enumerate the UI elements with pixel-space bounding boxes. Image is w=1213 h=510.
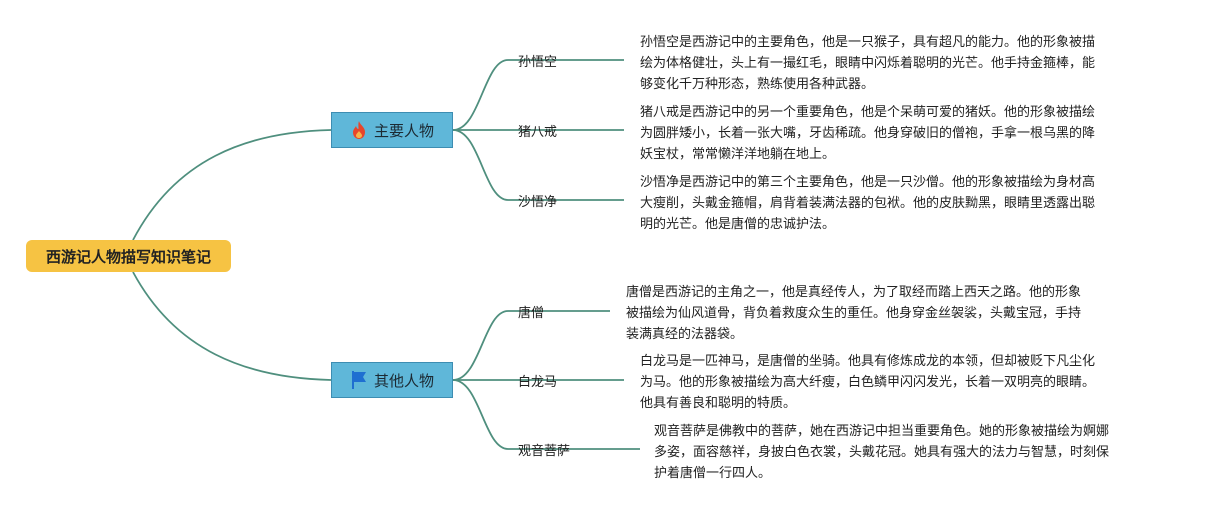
- description-line: 孙悟空是西游记中的主要角色，他是一只猴子，具有超凡的能力。他的形象被描: [640, 35, 1096, 50]
- description-line: 明的光芒。他是唐僧的忠诚护法。: [640, 217, 836, 232]
- description-line: 护着唐僧一行四人。: [654, 466, 772, 481]
- description-tang-seng[interactable]: 唐僧是西游记的主角之一，他是真经传人，为了取经而踏上西天之路。他的形象 被描绘为…: [626, 282, 1081, 345]
- branch-other-characters[interactable]: 其他人物: [331, 362, 453, 398]
- description-line: 被描绘为仙风道骨，背负着救度众生的重任。他身穿金丝袈裟，头戴宝冠，手持: [626, 306, 1082, 321]
- branch-label: 其他人物: [373, 371, 434, 390]
- node-sha-wujing[interactable]: 沙悟净: [518, 195, 558, 210]
- node-guanyin-pusa[interactable]: 观音菩萨: [518, 444, 571, 459]
- node-sun-wukong[interactable]: 孙悟空: [518, 55, 558, 70]
- description-line: 多姿，面容慈祥，身披白色衣裳，头戴花冠。她具有强大的法力与智慧，时刻保: [654, 445, 1110, 460]
- fire-icon: [350, 120, 368, 140]
- link-root-other: [132, 271, 332, 381]
- description-line: 白龙马是一匹神马，是唐僧的坐骑。他具有修炼成龙的本领，但却被贬下凡尘化: [640, 354, 1096, 369]
- description-sha-wujing[interactable]: 沙悟净是西游记中的第三个主要角色，他是一只沙僧。他的形象被描绘为身材高 大瘦削，…: [640, 172, 1095, 235]
- description-line: 唐僧是西游记的主角之一，他是真经传人，为了取经而踏上西天之路。他的形象: [626, 285, 1082, 300]
- root-topic[interactable]: 西游记人物描写知识笔记: [26, 240, 231, 272]
- description-bailong-ma[interactable]: 白龙马是一匹神马，是唐僧的坐骑。他具有修炼成龙的本领，但却被贬下凡尘化 为马。他…: [640, 351, 1095, 414]
- description-line: 装满真经的法器袋。: [626, 327, 744, 342]
- description-line: 够变化千万种形态，熟练使用各种武器。: [640, 77, 875, 92]
- description-line: 观音菩萨是佛教中的菩萨，她在西游记中担当重要角色。她的形象被描绘为婀娜: [654, 424, 1110, 439]
- link-main-sunwukong: [452, 59, 509, 131]
- description-line: 为马。他的形象被描绘为高大纤瘦，白色鳞甲闪闪发光，长着一双明亮的眼睛。: [640, 375, 1096, 390]
- description-line: 他具有善良和聪明的特质。: [640, 396, 797, 411]
- branch-main-characters[interactable]: 主要人物: [331, 112, 453, 148]
- node-tang-seng[interactable]: 唐僧: [518, 306, 545, 321]
- flag-icon: [350, 370, 368, 390]
- node-bailong-ma[interactable]: 白龙马: [518, 375, 558, 390]
- description-zhu-bajie[interactable]: 猪八戒是西游记中的另一个重要角色，他是个呆萌可爱的猪妖。他的形象被描绘 为圆胖矮…: [640, 102, 1095, 165]
- link-main-shawujing: [452, 129, 509, 201]
- node-zhu-bajie[interactable]: 猪八戒: [518, 125, 558, 140]
- description-line: 猪八戒是西游记中的另一个重要角色，他是个呆萌可爱的猪妖。他的形象被描绘: [640, 105, 1096, 120]
- link-other-guanyin: [452, 379, 509, 450]
- branch-label: 主要人物: [373, 121, 434, 140]
- description-guanyin-pusa[interactable]: 观音菩萨是佛教中的菩萨，她在西游记中担当重要角色。她的形象被描绘为婀娜 多姿，面…: [654, 421, 1109, 484]
- link-root-main: [132, 129, 332, 241]
- root-title: 西游记人物描写知识笔记: [45, 247, 211, 266]
- description-line: 大瘦削，头戴金箍帽，肩背着装满法器的包袱。他的皮肤黝黑，眼睛里透露出聪: [640, 196, 1096, 211]
- description-line: 沙悟净是西游记中的第三个主要角色，他是一只沙僧。他的形象被描绘为身材高: [640, 175, 1096, 190]
- description-line: 为圆胖矮小，长着一张大嘴，牙齿稀疏。他身穿破旧的僧袍，手拿一根乌黑的降: [640, 126, 1096, 141]
- description-line: 妖宝杖，常常懒洋洋地躺在地上。: [640, 147, 836, 162]
- description-line: 绘为体格健壮，头上有一撮红毛，眼睛中闪烁着聪明的光芒。他手持金箍棒，能: [640, 56, 1096, 71]
- description-sun-wukong[interactable]: 孙悟空是西游记中的主要角色，他是一只猴子，具有超凡的能力。他的形象被描 绘为体格…: [640, 32, 1095, 95]
- link-other-tangseng: [452, 310, 509, 381]
